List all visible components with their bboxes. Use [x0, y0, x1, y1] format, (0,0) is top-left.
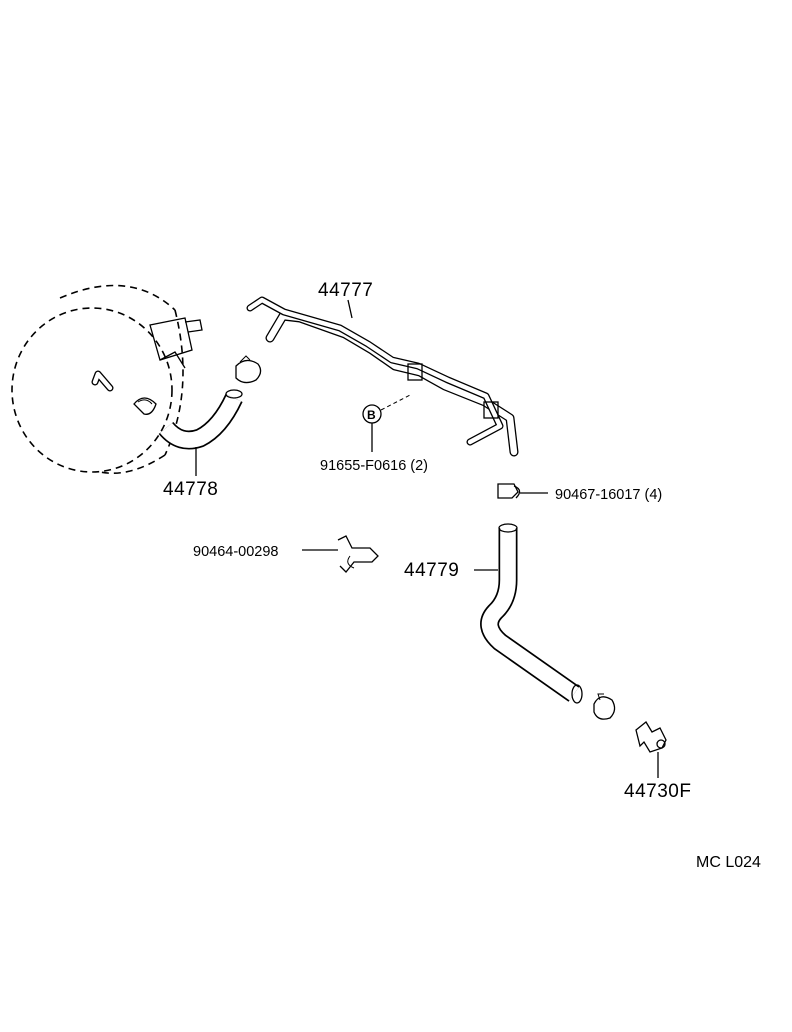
label-90467-16017: 90467-16017 (4): [555, 487, 662, 503]
check-valve: [635, 721, 667, 753]
label-44730F: 44730F: [624, 781, 691, 802]
callout-b-dashed-leader: [380, 393, 413, 411]
label-44778: 44778: [163, 479, 218, 500]
label-90464-00298: 90464-00298: [193, 544, 278, 560]
callout-b-marker: B: [362, 404, 382, 424]
hose-clip-lower: [593, 693, 616, 720]
label-44779: 44779: [404, 560, 459, 581]
hose-clip-upper: [235, 355, 262, 384]
label-91655-F0616: 91655-F0616 (2): [320, 458, 428, 474]
diagram-code: MC L024: [696, 854, 761, 871]
vacuum-pipe: [246, 296, 519, 457]
label-44777: 44777: [318, 280, 373, 301]
lower-hose: [480, 523, 583, 704]
booster-hose: [158, 389, 243, 450]
leader-44777: [347, 299, 353, 319]
svg-text:B: B: [367, 408, 376, 422]
brake-booster: [11, 284, 203, 475]
hose-clip: [497, 483, 521, 499]
clamp: [337, 535, 379, 573]
